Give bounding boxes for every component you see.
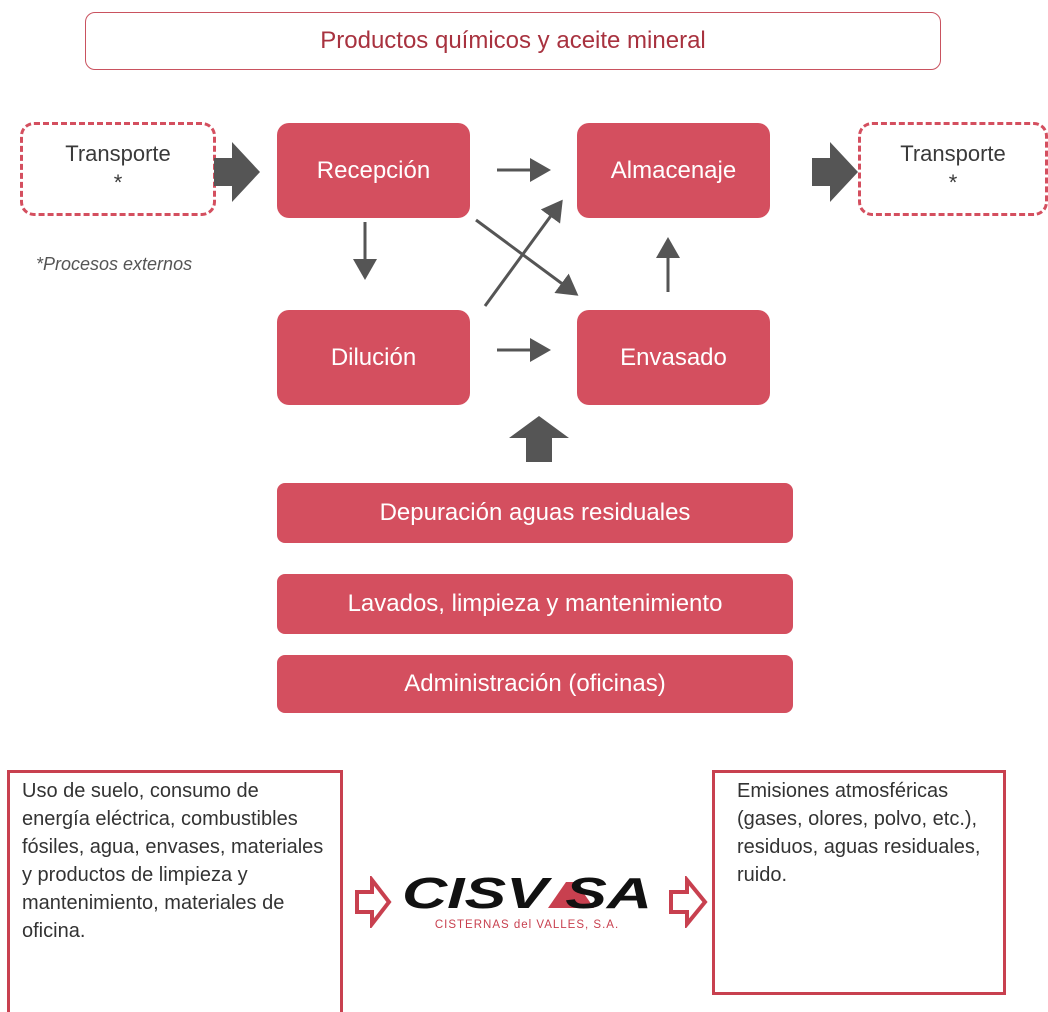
logo-subtitle: CISTERNAS del VALLES, S.A.	[434, 919, 620, 931]
inputs-panel: Uso de suelo, consumo de energía eléctri…	[7, 770, 343, 1012]
support-process-administration: Administración (oficinas)	[277, 655, 793, 713]
dilution-to-storage-arrow	[483, 199, 563, 307]
storage-node: Almacenaje	[577, 123, 770, 218]
transport-out-mark: *	[948, 170, 958, 195]
support-process-cleaning: Lavados, limpieza y mantenimiento	[277, 574, 793, 634]
logo-mark: CISV SA	[402, 869, 652, 918]
logo-wordmark: CISV SA	[402, 870, 652, 914]
external-processes-note: *Procesos externos	[36, 254, 193, 274]
flow-arrows	[214, 142, 858, 462]
transport-out-block-arrow	[812, 142, 858, 202]
output-hollow-arrow	[669, 876, 708, 928]
transport-in-node: Transporte *	[20, 122, 216, 216]
transport-in-label: Transporte	[65, 141, 171, 167]
transport-in-mark: *	[113, 170, 123, 195]
packaging-node: Envasado	[577, 310, 770, 405]
support-process-wastewater: Depuración aguas residuales	[277, 483, 793, 543]
company-logo: CISV SA CISTERNAS del VALLES, S.A.	[398, 869, 656, 932]
dilution-node: Dilución	[277, 310, 470, 405]
reception-node: Recepción	[277, 123, 470, 218]
reception-to-packaging-arrow	[475, 218, 579, 296]
transport-out-label: Transporte	[900, 141, 1006, 167]
input-hollow-arrow	[355, 876, 392, 928]
diagram-title: Productos químicos y aceite mineral	[85, 12, 941, 70]
transport-out-node: Transporte *	[858, 122, 1048, 216]
support-block-arrow	[509, 416, 569, 462]
transport-in-block-arrow	[214, 142, 260, 202]
outputs-panel: Emisiones atmosféricas (gases, olores, p…	[712, 770, 1006, 995]
